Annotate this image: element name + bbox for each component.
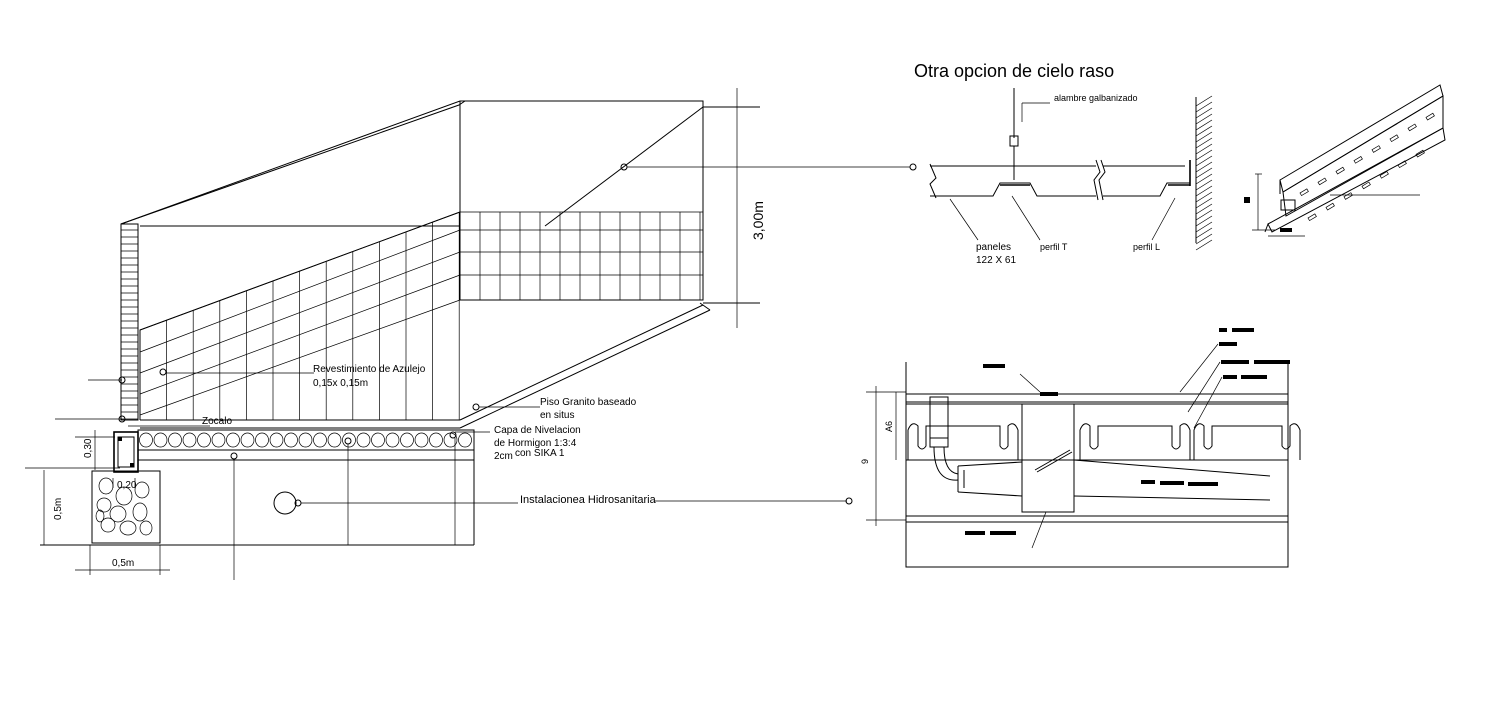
floor-section: A6 9	[860, 328, 1301, 568]
ceiling-title: Otra opcion de cielo raso	[914, 61, 1114, 81]
leveling-label-3: 2cm	[494, 451, 513, 462]
brick-wall	[120, 223, 139, 421]
leveling-label-4: con SIKA 1	[515, 448, 565, 459]
floor-label: Piso Granito baseado	[540, 397, 637, 408]
leveling-label-1: Capa de Nivelacion	[494, 425, 581, 436]
leveling-label-2: de Hormigon 1:3:4	[494, 438, 577, 449]
tile-grid	[139, 211, 703, 420]
ceiling-section: Otra opcion de cielo raso alambre galban…	[914, 61, 1213, 266]
wire-label: alambre galbanizado	[1054, 93, 1138, 103]
height-dimension: 3,00m	[750, 201, 766, 240]
tile-size-label: 0,15x 0,15m	[313, 378, 368, 389]
tile-finish-label: Revestimiento de Azulejo	[313, 364, 426, 375]
dim-05-width: 0,5m	[112, 558, 134, 569]
floor-dim-b: 9	[860, 459, 870, 464]
plumbing-label: Instalacionea Hidrosanitaria	[520, 494, 657, 506]
profile-l-label: perfil L	[1133, 242, 1160, 252]
profile-t-label: perfil T	[1040, 242, 1068, 252]
dim-020: 0,20	[117, 480, 137, 491]
floor-label-2: en situs	[540, 410, 574, 421]
panels-label: paneles	[976, 242, 1011, 253]
floor-dim-a: A6	[884, 421, 894, 432]
panels-size-label: 122 X 61	[976, 255, 1016, 266]
dim-05-height: 0,5m	[53, 498, 64, 520]
footing-stones	[95, 431, 153, 536]
dim-030: 0,30	[83, 438, 94, 458]
t-profile-perspective	[1244, 84, 1446, 237]
baseboard-label: Zocalo	[202, 416, 232, 427]
room-perspective: 3,00m Revestimiento de Azulejo 0,15x 0,1…	[25, 88, 917, 580]
